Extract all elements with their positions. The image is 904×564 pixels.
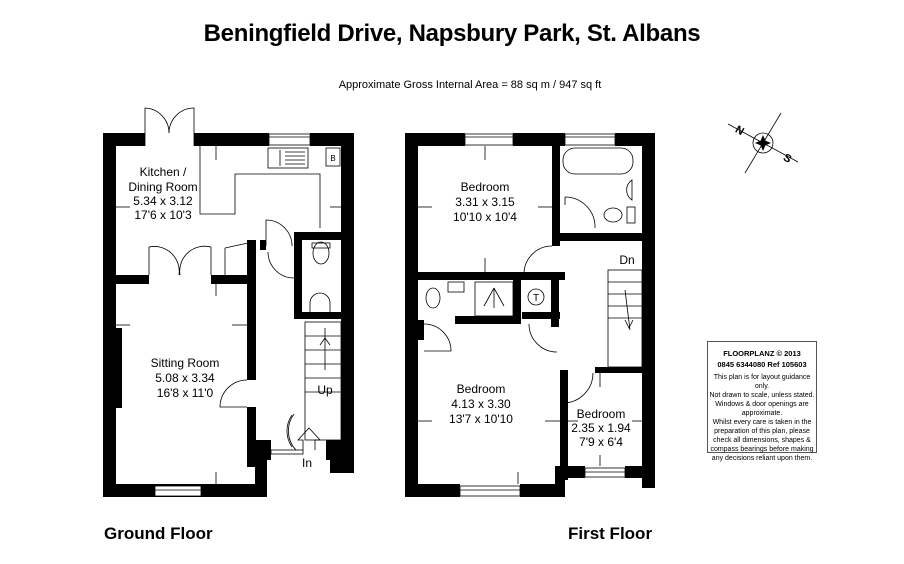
stairs-down-label: Dn <box>619 253 634 267</box>
disclaimer-line: any decisions reliant upon them. <box>711 455 813 462</box>
bedroom-2-label: Bedroom <box>457 382 506 396</box>
bedroom-3-imperial: 7'9 x 6'4 <box>579 435 623 449</box>
first-floor-label: First Floor <box>568 524 653 543</box>
first-floor-fixtures <box>418 133 643 497</box>
ground-floor-labels: Kitchen / Dining Room 5.34 x 3.12 17'6 x… <box>128 154 335 470</box>
disclaimer-line: preparation of this plan, please <box>714 428 810 435</box>
disclaimer-ref: 0845 6344080 Ref 105603 <box>717 360 807 369</box>
bedroom-3-label: Bedroom <box>577 407 626 421</box>
disclaimer-line: Not drawn to scale, unless stated. <box>709 392 815 399</box>
sitting-room-imperial: 16'8 x 11'0 <box>157 386 214 400</box>
boiler-label: B <box>330 154 335 163</box>
gross-internal-area: Approximate Gross Internal Area = 88 sq … <box>338 79 602 91</box>
sitting-room-metric: 5.08 x 3.34 <box>155 371 215 385</box>
bedroom-2-imperial: 13'7 x 10'10 <box>449 412 513 426</box>
disclaimer-box: FLOORPLANZ © 2013 0845 6344080 Ref 10560… <box>707 341 817 462</box>
disclaimer-line: compass bearings before making <box>710 446 814 453</box>
kitchen-label-2: Dining Room <box>128 180 197 194</box>
tank-label: T <box>533 293 539 304</box>
bedroom-1-metric: 3.31 x 3.15 <box>455 195 515 209</box>
disclaimer-line: Windows & door openings are <box>715 401 809 408</box>
kitchen-imperial: 17'6 x 10'3 <box>134 208 192 222</box>
disclaimer-brand: FLOORPLANZ © 2013 <box>723 349 801 358</box>
ground-floor-plan <box>103 133 354 497</box>
sitting-room-label: Sitting Room <box>151 356 220 370</box>
bedroom-1-imperial: 10'10 x 10'4 <box>453 210 517 224</box>
disclaimer-line: approximate. <box>741 410 783 417</box>
bedroom-3-metric: 2.35 x 1.94 <box>571 421 631 435</box>
kitchen-metric: 5.34 x 3.12 <box>133 194 193 208</box>
first-floor-plan <box>405 133 655 497</box>
compass-icon: N S <box>727 112 799 174</box>
bedroom-2-metric: 4.13 x 3.30 <box>451 397 511 411</box>
kitchen-label: Kitchen / <box>140 165 187 179</box>
stairs-up-label: Up <box>317 383 333 397</box>
first-floor-labels: Bedroom 3.31 x 3.15 10'10 x 10'4 Bedroom… <box>449 180 635 449</box>
bedroom-1-label: Bedroom <box>461 180 510 194</box>
disclaimer-line: Whilst every care is taken in the <box>712 419 812 426</box>
page-title: Beningfield Drive, Napsbury Park, St. Al… <box>203 20 701 47</box>
entrance-label: In <box>302 456 312 470</box>
ground-floor-label: Ground Floor <box>104 524 213 543</box>
disclaimer-line: This plan is for layout guidance only. <box>713 374 811 390</box>
compass-north: N <box>733 124 746 138</box>
disclaimer-line: check all dimensions, shapes & <box>713 437 811 444</box>
ground-floor-fixtures <box>116 107 342 497</box>
